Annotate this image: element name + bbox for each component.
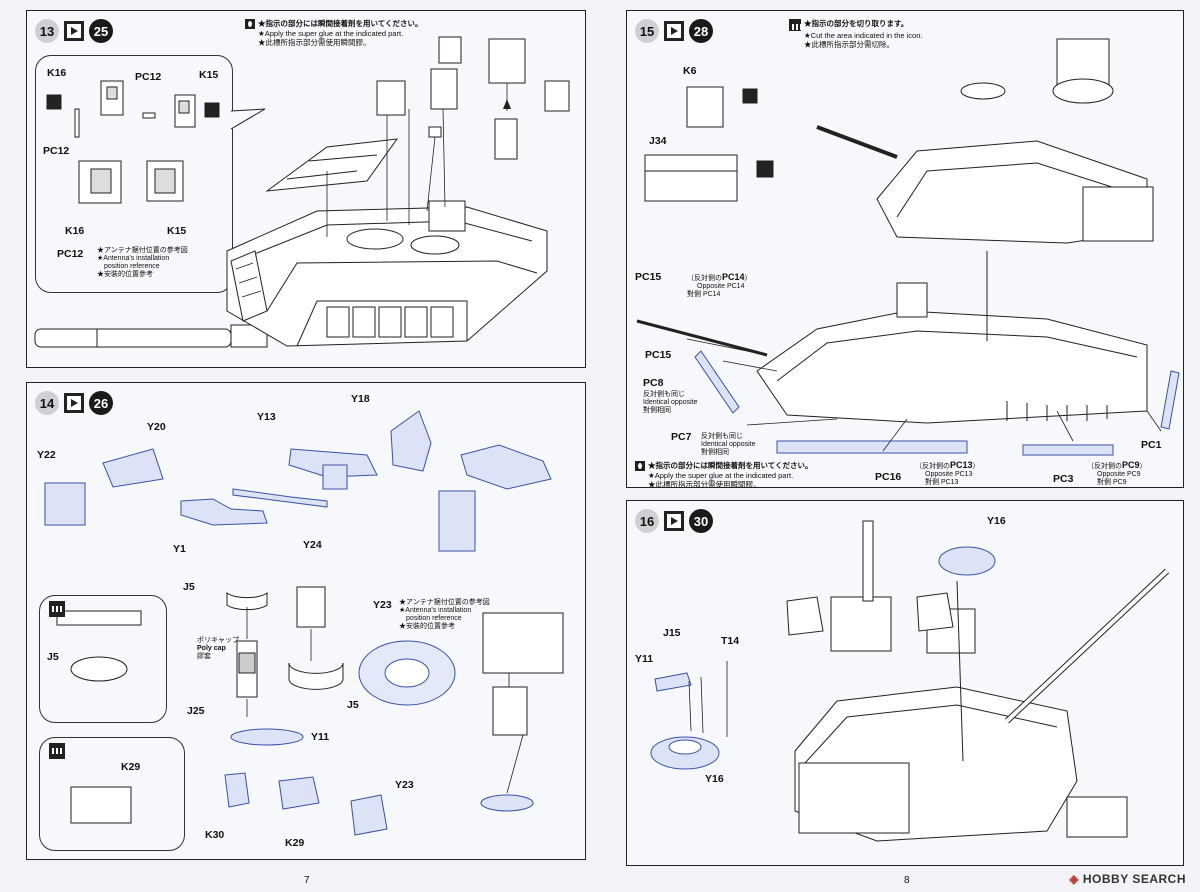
label-k30: K30 [205, 829, 225, 841]
glue-note: ★指示の部分には瞬間接着剤を用いてください。 ★Apply the super … [635, 461, 813, 487]
step-16-drawing [650, 520, 1170, 842]
label-pc12: PC12 [135, 71, 162, 83]
pc15-opposite-note: （反対側のPC14） Opposite PC14 對側 PC14 [687, 272, 752, 299]
step-13-drawing [34, 36, 570, 348]
step-number: 14 [35, 391, 59, 415]
label-pc1: PC1 [1141, 439, 1162, 451]
step-14-panel: 14 26 [26, 382, 586, 860]
step-reference: 26 [89, 391, 113, 415]
page-left: 13 25 ★指示の部分には瞬間接着剤を用いてください。 ★Apply the … [26, 10, 586, 886]
label-j5: J5 [183, 581, 195, 593]
label-j25: J25 [187, 705, 205, 717]
label-y1: Y1 [173, 543, 186, 555]
label-pc12: PC12 [43, 145, 70, 157]
step-reference: 25 [89, 19, 113, 43]
cut-icon [49, 601, 65, 617]
step-15-drawing [636, 38, 1180, 456]
label-y22: Y22 [37, 449, 56, 461]
step-reference: 28 [689, 19, 713, 43]
page-number-left: 7 [304, 875, 310, 886]
label-y23: Y23 [373, 599, 392, 611]
watermark: ◈ HOBBY SEARCH [1069, 872, 1186, 886]
label-j34: J34 [649, 135, 667, 147]
pc16-opposite-note: （反対側のPC13） Opposite PC13 對側 PC13 [915, 460, 980, 487]
label-k29: K29 [285, 837, 305, 849]
label-k29: K29 [121, 761, 141, 773]
step-reference: 30 [689, 509, 713, 533]
label-k16: K16 [47, 67, 67, 79]
label-k15: K15 [167, 225, 187, 237]
label-pc3: PC3 [1053, 473, 1074, 485]
pc3-opposite-note: （反対側のPC9） Opposite PC9 對側 PC9 [1087, 460, 1147, 487]
cut-icon [789, 19, 802, 31]
label-pc8: PC8 [643, 377, 664, 389]
antenna-note: ★アンテナ据付位置の参考図★Antenna's installation pos… [399, 599, 490, 630]
step-number: 13 [35, 19, 59, 43]
step-15-header: 15 28 [635, 19, 713, 43]
step-14-drawing [44, 410, 564, 836]
goto-step-icon [664, 511, 684, 531]
step-15-panel: 15 28 ★指示の部分を切り取ります。 ★Cut the area indic… [626, 10, 1184, 488]
detail-bubble-14b [39, 737, 185, 851]
label-pc15: PC15 [645, 349, 672, 361]
label-pc16: PC16 [875, 471, 902, 483]
glue-icon [635, 461, 645, 471]
label-j15: J15 [663, 627, 681, 639]
step-number: 15 [635, 19, 659, 43]
detail-bubble-13 [35, 55, 233, 293]
page-number-right: 8 [904, 875, 910, 886]
label-y16: Y16 [987, 515, 1006, 527]
label-y23: Y23 [395, 779, 414, 791]
step-16-header: 16 30 [635, 509, 713, 533]
page-right: 15 28 ★指示の部分を切り取ります。 ★Cut the area indic… [600, 0, 1200, 892]
step-number: 16 [635, 509, 659, 533]
label-y11: Y11 [635, 653, 654, 665]
cut-note: ★指示の部分を切り取ります。 ★Cut the area indicated i… [789, 19, 922, 49]
step-14-header: 14 26 [35, 391, 113, 415]
label-k6: K6 [683, 65, 697, 77]
goto-step-icon [64, 21, 84, 41]
label-y18: Y18 [351, 393, 370, 405]
cut-icon [49, 743, 65, 759]
label-t14: T14 [721, 635, 740, 647]
label-j5: J5 [347, 699, 359, 711]
step-13-panel: 13 25 ★指示の部分には瞬間接着剤を用いてください。 ★Apply the … [26, 10, 586, 368]
label-y13: Y13 [257, 411, 276, 423]
goto-step-icon [64, 393, 84, 413]
label-y16: Y16 [705, 773, 724, 785]
label-y20: Y20 [147, 421, 166, 433]
label-y24: Y24 [303, 539, 322, 551]
label-pc15: PC15 [635, 271, 662, 283]
label-k16: K16 [65, 225, 85, 237]
label-j5: J5 [47, 651, 59, 663]
step-13-header: 13 25 [35, 19, 113, 43]
label-y11: Y11 [311, 731, 330, 743]
hobby-search-logo-icon: ◈ [1069, 872, 1080, 886]
label-pc12: PC12 [57, 248, 84, 260]
label-k15: K15 [199, 69, 219, 81]
step-16-panel: 16 30 [626, 500, 1184, 866]
glue-note: ★指示の部分には瞬間接着剤を用いてください。 ★Apply the super … [245, 19, 423, 47]
goto-step-icon [664, 21, 684, 41]
detail-bubble-14a [39, 595, 167, 723]
label-pc7: PC7 [671, 431, 692, 443]
glue-icon [245, 19, 255, 29]
antenna-note: ★アンテナ据付位置の参考図★Antenna's installation pos… [97, 247, 188, 278]
